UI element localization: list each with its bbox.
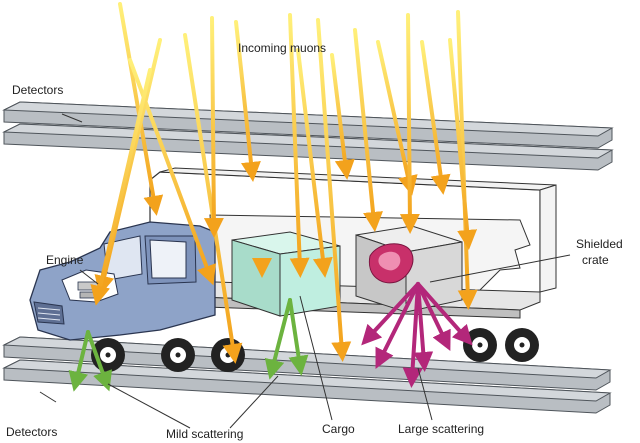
muon-path — [296, 48, 333, 278]
muon-path — [420, 40, 451, 195]
large-scatter-path — [413, 282, 434, 372]
wheel — [463, 328, 497, 362]
large-scatter-path — [402, 282, 423, 388]
wheel — [505, 328, 539, 362]
muon-path — [316, 18, 352, 362]
muon-path — [353, 28, 383, 232]
cargo-label: Cargo — [322, 422, 355, 436]
shielded-crate-label-line2: crate — [582, 253, 609, 267]
mild-scatter-path — [264, 298, 292, 380]
muon-path — [183, 33, 243, 364]
mild-scatter-path — [68, 330, 90, 392]
wheel — [211, 338, 245, 372]
mild-scatter-path — [86, 330, 113, 392]
engine-label: Engine — [46, 253, 84, 267]
shielded-crate-label-line1: Shielded — [576, 237, 623, 251]
muon-path — [288, 13, 310, 278]
muon-path — [448, 38, 478, 250]
muon-path — [118, 2, 164, 216]
leader-lines — [39, 113, 571, 429]
truck-cab — [29, 221, 216, 341]
large-scatter-path — [375, 282, 420, 369]
wheel — [161, 338, 195, 372]
cab-window — [149, 239, 187, 279]
large-scatter-path — [361, 282, 420, 346]
muon-path — [234, 20, 261, 182]
mild-scatter-path — [288, 298, 309, 376]
cargo-box — [231, 231, 341, 317]
detectors-bottom-label: Detectors — [6, 425, 57, 439]
muon-path — [203, 16, 224, 238]
large-scatter-path — [416, 282, 473, 346]
large-scattering-label: Large scattering — [398, 422, 484, 436]
muon-paths — [90, 2, 478, 364]
detectors-top-label: Detectors — [12, 83, 63, 97]
large-scatter-path — [416, 282, 451, 352]
muon-path — [456, 10, 478, 310]
muon-path — [399, 13, 420, 234]
muon-path — [330, 53, 355, 180]
mild-scattering-arrows — [68, 298, 309, 392]
large-scattering-arrows — [361, 282, 473, 388]
incoming-muons-label: Incoming muons — [238, 41, 326, 55]
muon-path — [90, 68, 152, 306]
mild-scattering-label: Mild scattering — [166, 427, 243, 441]
muon-path — [376, 40, 418, 196]
